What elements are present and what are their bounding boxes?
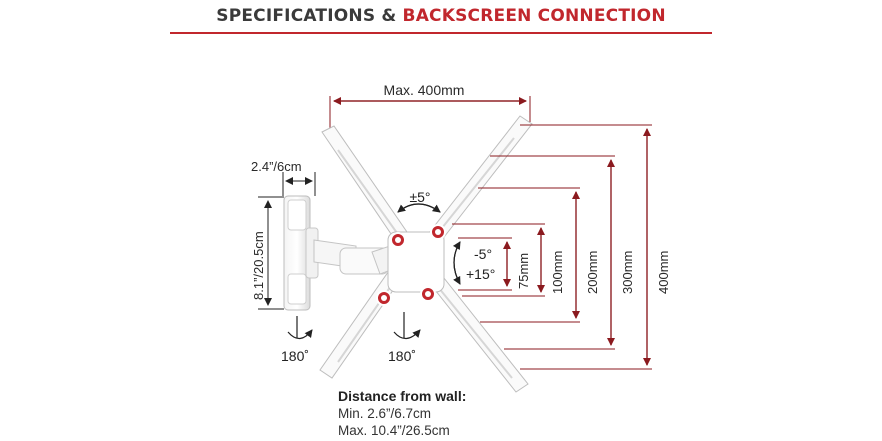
arm-depth-label: 2.4”/6cm [251, 159, 302, 174]
dim-max-width: Max. 400mm [329, 82, 531, 128]
wall-distance-max: Max. 10.4”/26.5cm [338, 423, 450, 438]
plate-height-label: 8.1”/20.5cm [251, 231, 266, 300]
title-part-dark: SPECIFICATIONS & [216, 6, 403, 26]
wall-plate [283, 195, 319, 311]
page-title: SPECIFICATIONS & BACKSCREEN CONNECTION [216, 0, 666, 32]
vesa-300-label: 300mm [620, 251, 635, 294]
vesa-dimensions: 75mm 100mm 200mm 300mm 400mm [452, 124, 671, 370]
vesa-400-label: 400mm [656, 251, 671, 294]
vesa-bracket [319, 115, 533, 393]
vesa-100-label: 100mm [550, 251, 565, 294]
vesa-75-label: 75mm [516, 253, 531, 289]
swivel-arc-icon [287, 329, 313, 340]
dim-arm-depth: 2.4”/6cm [251, 159, 316, 196]
tilt-indicator: -5° +15° [452, 241, 495, 285]
header: SPECIFICATIONS & BACKSCREEN CONNECTION [0, 0, 882, 34]
header-rule [170, 32, 712, 34]
wall-distance-min: Min. 2.6”/6.7cm [338, 406, 432, 421]
max-width-label: Max. 400mm [384, 82, 465, 98]
swivel-head-arc-icon [393, 329, 421, 340]
wall-distance-info: Distance from wall: Min. 2.6”/6.7cm Max.… [338, 388, 598, 439]
swivel-head-label: 180˚ [388, 348, 416, 364]
swivel-wall-indicator: 180˚ [281, 316, 313, 364]
rotation-label: ±5° [409, 189, 430, 205]
rotation-indicator: ±5° [397, 189, 441, 213]
swivel-head-indicator: 180˚ [388, 312, 421, 364]
vesa-200-label: 200mm [585, 251, 600, 294]
dim-plate-height: 8.1”/20.5cm [251, 196, 284, 310]
wall-distance-title: Distance from wall: [338, 388, 467, 404]
tilt-down-label: -5° [474, 246, 492, 262]
swivel-wall-label: 180˚ [281, 348, 309, 364]
tilt-up-label: +15° [466, 266, 495, 282]
title-part-red: BACKSCREEN CONNECTION [402, 6, 666, 26]
